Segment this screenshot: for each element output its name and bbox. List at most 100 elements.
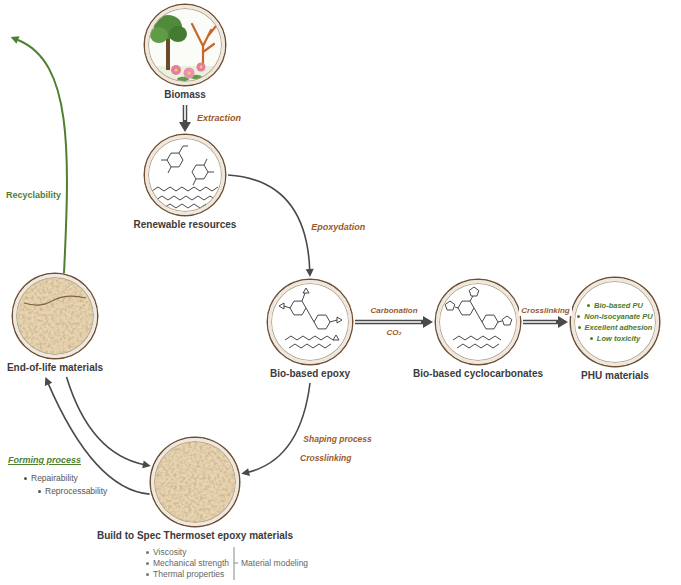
connector <box>179 105 191 132</box>
flower <box>171 65 181 75</box>
benzene-ring <box>192 165 208 179</box>
disc-texture <box>154 441 236 523</box>
flower-center <box>200 66 203 69</box>
carbonate-ring <box>469 287 479 296</box>
bullet-dot <box>146 562 149 565</box>
fatty-chain <box>453 336 501 340</box>
edge-label: Shaping process <box>301 434 374 445</box>
node-label: Renewable resources <box>134 219 237 230</box>
circle-outline <box>13 274 97 358</box>
tree-crown <box>169 26 187 42</box>
fatty-chain <box>457 344 499 348</box>
flower-center <box>187 71 190 74</box>
arrow-head <box>423 316 433 328</box>
bonds <box>455 296 502 322</box>
annotation-label: Repairability <box>24 473 78 484</box>
carbonate-ring <box>445 301 455 310</box>
tree-trunk <box>166 38 170 70</box>
node-label: Biomass <box>164 89 206 100</box>
circle-ground <box>271 283 349 361</box>
annotation-label: Forming process <box>8 455 81 466</box>
edge-label-text: Extraction <box>197 113 241 123</box>
circle-node: End-of-life materials <box>7 274 103 374</box>
arrow-head <box>142 460 151 468</box>
recycling-arrow <box>11 36 67 273</box>
benzene-ring <box>314 315 330 329</box>
label-box: Bio-based cyclocarbonates <box>413 368 543 380</box>
circle-outline <box>151 438 239 526</box>
node-label: End-of-life materials <box>7 362 103 373</box>
flower <box>197 63 206 72</box>
annotation-text: Forming process <box>8 455 81 466</box>
benzene-ring <box>167 153 183 167</box>
annotation-text: Reprocessability <box>45 486 107 497</box>
flower-center <box>174 68 177 71</box>
label-box: PHU materials <box>581 370 649 382</box>
bracket <box>234 547 238 580</box>
connector <box>241 383 310 476</box>
cyclocarbonate-molecules <box>439 283 517 361</box>
epoxide-ring <box>279 303 284 309</box>
substituents <box>161 146 214 185</box>
annotation-text: Material modeling <box>241 558 308 569</box>
feature-row: Non-isocyanate PU <box>577 312 652 321</box>
feature-item: Excellent adhesion <box>585 323 653 332</box>
connector <box>228 175 314 277</box>
arrow-head <box>558 316 568 328</box>
fatty-chain <box>152 187 218 191</box>
fatty-chain <box>289 344 331 348</box>
feature-item: Bio-based PU <box>594 301 643 310</box>
recycling-line <box>18 40 67 273</box>
fatty-chain <box>164 204 206 208</box>
epoxy-molecules <box>271 283 349 361</box>
carbonate-ring <box>502 316 512 325</box>
bullet-dot <box>24 477 27 480</box>
annotation-text: Viscosity <box>153 547 186 558</box>
feature-item: Non-isocyanate PU <box>584 312 652 321</box>
renewable-molecules <box>148 138 222 212</box>
crack <box>24 296 86 305</box>
node-label: Build to Spec Thermoset epoxy materials <box>97 530 293 541</box>
connector-line <box>355 320 426 325</box>
arrow-head <box>306 269 314 277</box>
edge-label-text: Epoxydation <box>311 222 365 232</box>
connector <box>355 316 433 328</box>
bonds <box>284 293 337 322</box>
connector-inner <box>523 321 556 323</box>
node-label: Bio-based epoxy <box>270 368 350 379</box>
feature-row: Excellent adhesion <box>578 323 653 332</box>
label-box: Build to Spec Thermoset epoxy materials <box>97 530 293 542</box>
fatty-chain <box>285 336 333 340</box>
biomass-picture <box>145 5 225 86</box>
epoxide-ring <box>333 335 339 340</box>
feature-item: Low toxicity <box>597 334 640 343</box>
benzene-ring <box>458 301 474 315</box>
connector-inner <box>184 105 186 120</box>
annotation-label: Recyclability <box>6 190 61 201</box>
coral-branches <box>192 24 216 68</box>
circle-outline <box>145 135 225 215</box>
disc-texture <box>16 277 94 355</box>
edge-label-text: Shaping process <box>303 434 372 444</box>
annotation-text: Repairability <box>31 473 78 484</box>
label-box: Bio-based epoxy <box>270 368 350 380</box>
bullet-dot <box>146 573 149 576</box>
annotation-label: Reprocessability <box>38 486 107 497</box>
annotation-text: Recyclability <box>6 190 61 201</box>
circle-ground <box>148 138 222 212</box>
bullet-dot <box>590 337 593 340</box>
label-box: Biomass <box>164 89 206 101</box>
arrow-head <box>179 122 191 132</box>
thermoset-disc <box>154 441 236 523</box>
benzene-ring <box>482 315 498 329</box>
connector-line <box>228 175 310 271</box>
edge-label: Carbonation <box>368 306 419 316</box>
annotation-text: Crosslinking <box>300 453 351 464</box>
annotation-label: Crosslinking <box>300 453 351 464</box>
circle-outline: Bio-based PU Non-isocyanate PU Excellent a… <box>571 278 659 366</box>
annotation-label: CO₂ <box>386 328 401 338</box>
edge-label: Crosslinking <box>519 306 571 316</box>
